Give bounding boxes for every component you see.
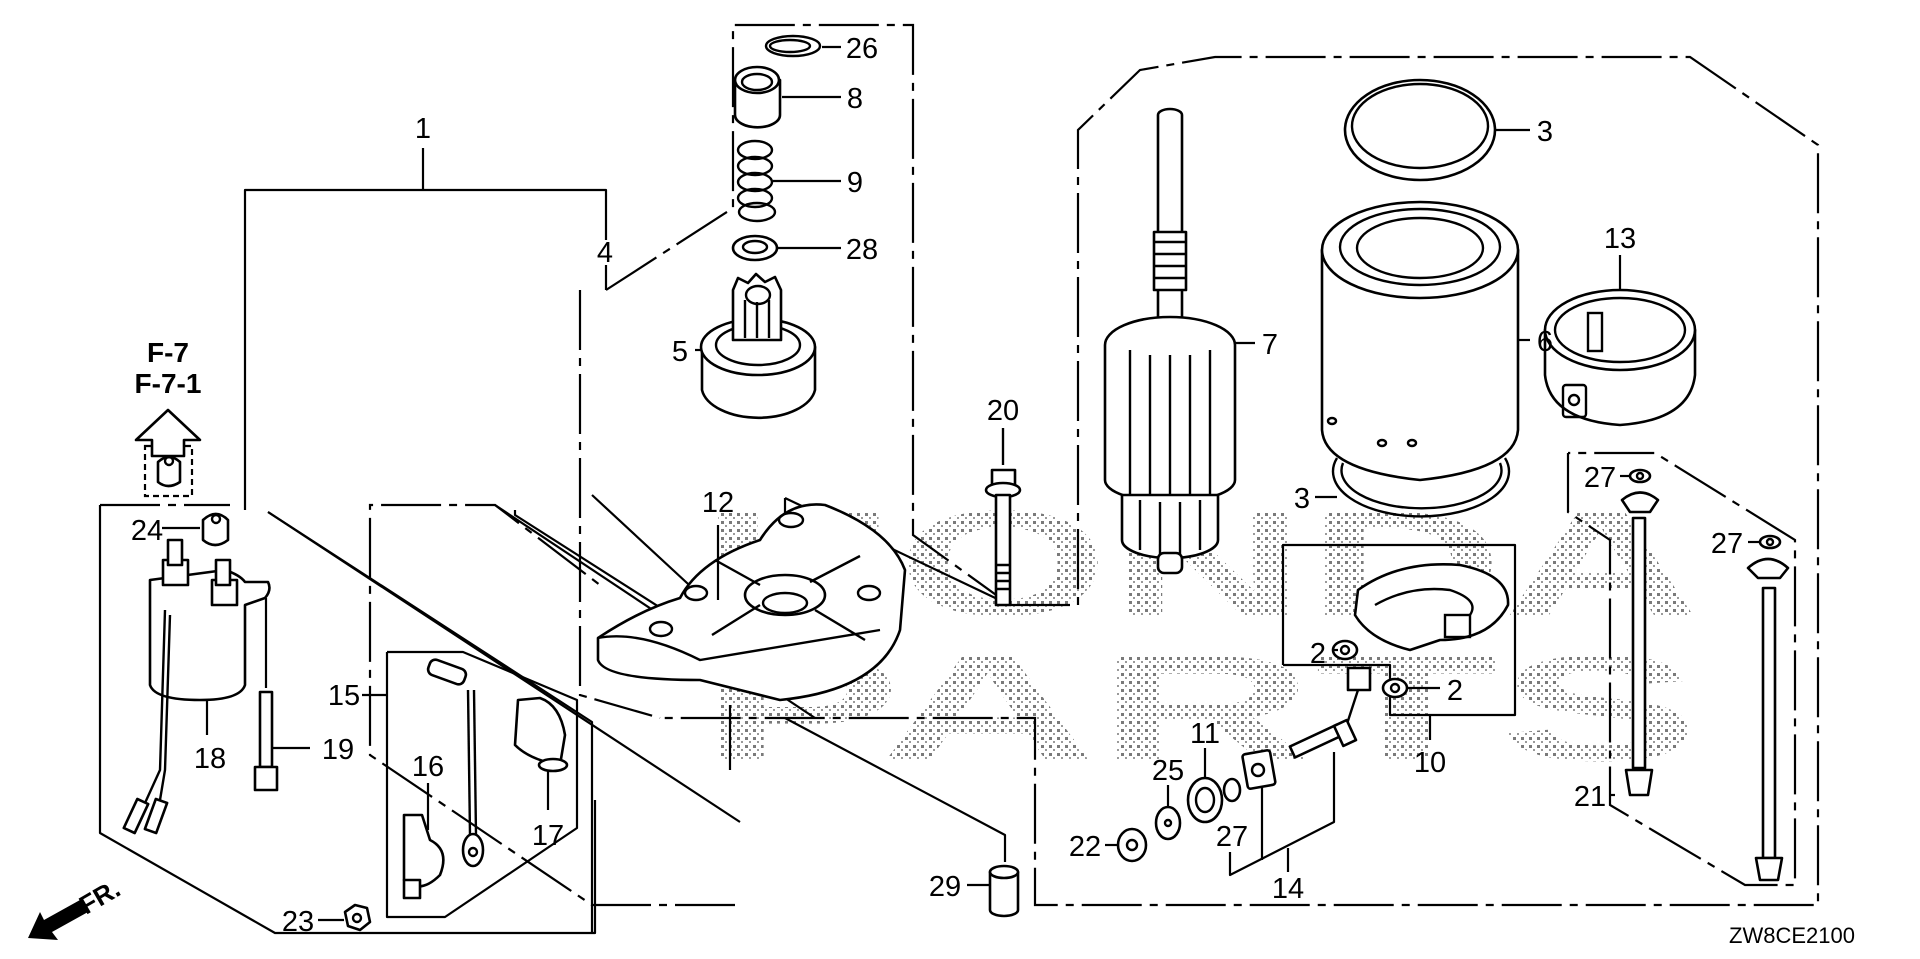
assembly-bracket-1: [243, 148, 608, 510]
reference-link[interactable]: F-7 F-7-1: [135, 337, 202, 399]
pinion-spring-icon: [736, 139, 777, 223]
starter-solenoid-icon: [122, 538, 271, 835]
starter-cable-icon: [402, 658, 485, 900]
motor-frame: [660, 55, 1820, 907]
callout-29[interactable]: 29: [929, 871, 961, 903]
callout-4[interactable]: 4: [597, 237, 613, 269]
callout-6[interactable]: 6: [1537, 326, 1553, 358]
stop-collar-icon: [733, 65, 782, 129]
callout-2[interactable]: 2: [1447, 675, 1463, 707]
callout-20[interactable]: 20: [987, 395, 1019, 427]
drive-set-frame-lower: [578, 290, 661, 720]
flange-nut-22-icon: [1116, 827, 1148, 863]
callout-24[interactable]: 24: [131, 515, 163, 547]
callout-10[interactable]: 10: [1414, 747, 1446, 779]
through-bolt-icon: [1620, 468, 1660, 797]
callout-2[interactable]: 2: [1310, 638, 1326, 670]
front-arrow-icon: [28, 900, 88, 940]
callout-9[interactable]: 9: [847, 167, 863, 199]
through-bolt-icon: [1746, 534, 1790, 882]
callout-15[interactable]: 15: [328, 680, 360, 712]
brush-holder-icon: [1353, 563, 1510, 652]
callout-14[interactable]: 14: [1272, 873, 1304, 905]
terminal-cap-icon: [513, 696, 569, 773]
callout-1[interactable]: 1: [415, 113, 431, 145]
callout-22[interactable]: 22: [1069, 831, 1101, 863]
reference-up-arrow-icon: [134, 408, 202, 458]
callout-23[interactable]: 23: [282, 906, 314, 938]
cable-set-frame: [385, 650, 579, 919]
o-ring-small-icon: [1222, 777, 1242, 803]
callout-13[interactable]: 13: [1604, 223, 1636, 255]
collar-29-leader: [784, 717, 1007, 862]
reference-line-1[interactable]: F-7: [147, 337, 189, 368]
callout-11[interactable]: 11: [1190, 718, 1220, 750]
o-ring-bottom-icon: [1331, 457, 1511, 518]
brush-holder-frame: [1281, 543, 1517, 717]
cap-nut-24-icon: [201, 512, 230, 547]
terminal-plate-icon: [1241, 749, 1277, 790]
drive-set-frame: [605, 23, 1011, 606]
diagram-code: ZW8CE2100: [1729, 923, 1855, 948]
leader-lines: [162, 45, 1760, 922]
washer-icon: [1154, 805, 1182, 841]
terminal-bolt-icon: [1288, 666, 1372, 759]
snap-ring-icon: [764, 34, 822, 58]
terminal-set-bracket: [1228, 752, 1336, 877]
solenoid-frame: [368, 503, 735, 907]
front-bracket-icon: [596, 503, 907, 702]
callout-27[interactable]: 27: [1584, 462, 1616, 494]
callout-26[interactable]: 26: [846, 33, 878, 65]
brush-spring-icon: [1381, 677, 1409, 699]
armature-icon: [1103, 107, 1237, 575]
callout-labels: 1 2 2 3 3 4 5 6 7 8 9 10 11 12 13 14 15 …: [131, 33, 1743, 938]
insulator-grommet-icon: [1186, 776, 1224, 824]
callout-3[interactable]: 3: [1537, 116, 1553, 148]
callout-21[interactable]: 21: [1574, 781, 1606, 813]
thrust-washer-icon: [731, 234, 779, 262]
reference-line-2[interactable]: F-7-1: [135, 368, 202, 399]
callout-25[interactable]: 25: [1152, 755, 1184, 787]
callout-27[interactable]: 27: [1216, 821, 1248, 853]
rear-cover-icon: [1543, 288, 1697, 427]
callout-12[interactable]: 12: [702, 487, 734, 519]
callout-16[interactable]: 16: [412, 751, 444, 783]
front-indicator: FR.: [28, 873, 125, 940]
yoke-icon: [1320, 200, 1520, 482]
callout-28[interactable]: 28: [846, 234, 878, 266]
reference-nut-icon: [143, 444, 194, 498]
callout-7[interactable]: 7: [1262, 329, 1278, 361]
collar-icon: [988, 864, 1020, 918]
drive-pinion-icon: [699, 272, 817, 420]
callout-17[interactable]: 17: [532, 820, 564, 852]
nut-23-icon: [343, 903, 372, 932]
callout-27[interactable]: 27: [1711, 528, 1743, 560]
callout-3[interactable]: 3: [1294, 483, 1310, 515]
o-ring-top-icon: [1343, 78, 1497, 182]
callout-5[interactable]: 5: [672, 336, 688, 368]
through-bolt-frame: [1566, 451, 1797, 887]
callout-8[interactable]: 8: [847, 83, 863, 115]
callout-18[interactable]: 18: [194, 743, 226, 775]
callout-19[interactable]: 19: [322, 734, 354, 766]
flange-bolt-19-icon: [253, 598, 279, 792]
